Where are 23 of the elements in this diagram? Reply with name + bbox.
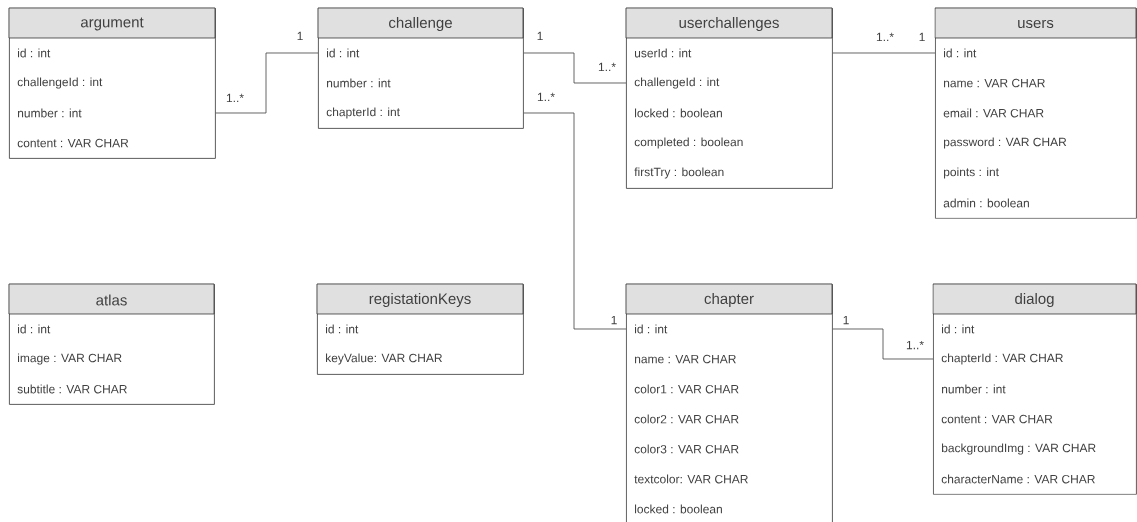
connector-line [832, 328, 934, 360]
multiplicity-label: 1 [297, 31, 303, 41]
multiplicity-label: 1 [919, 32, 925, 42]
multiplicity-label: 1 [843, 315, 849, 325]
connector-line [832, 52, 936, 54]
multiplicity-label: 1 [611, 315, 617, 325]
class-box: dialog id : int chapterId : VAR CHAR number : int content : VAR CHAR backgroundImg : VAR CHAR characterName : VAR CHAR [932, 283, 1137, 495]
multiplicity-label: 1..* [906, 340, 924, 350]
connector-line [523, 52, 627, 84]
connector-line [215, 52, 319, 114]
class-box: atlas id : int image : VAR CHAR subtitle : VAR CHAR [8, 283, 215, 405]
class-box: userchallenges userId : int challengeId : int locked : boolean completed : boolean firstTry : boolean [625, 7, 833, 189]
multiplicity-label: 1..* [226, 93, 244, 103]
class-box: users id : int name : VAR CHAR email : VAR CHAR password : VAR CHAR points : int admin : boolean [934, 7, 1137, 219]
multiplicity-label: 1..* [598, 62, 616, 72]
multiplicity-label: 1..* [876, 32, 894, 42]
class-box: chapter id : int name : VAR CHAR color1 : VAR CHAR color2 : VAR CHAR color3 : VAR CHAR textcolor: VAR CHAR locked : boolean [625, 283, 833, 522]
multiplicity-label: 1..* [537, 92, 555, 102]
connector-line [523, 112, 627, 330]
class-box: challenge id : int number : int chapterId : int [317, 7, 524, 129]
multiplicity-label: 1 [537, 31, 543, 41]
class-box: registationKeys id : int keyValue: VAR CHAR [316, 283, 524, 375]
class-box: argument id : int challengeId : int number : int content : VAR CHAR [8, 7, 216, 159]
